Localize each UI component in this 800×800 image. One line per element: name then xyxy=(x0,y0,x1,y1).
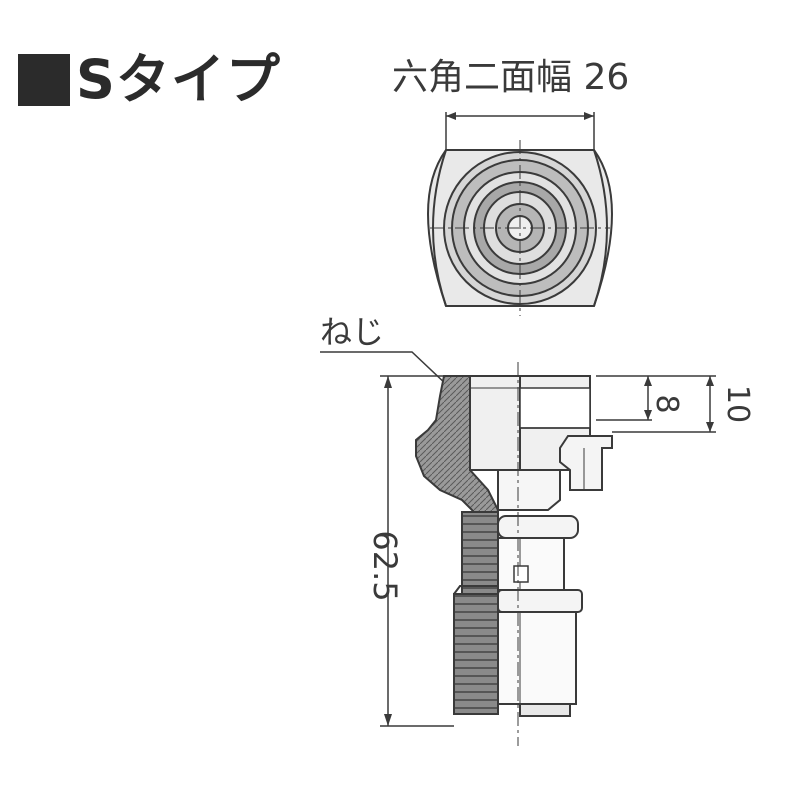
height-dimension xyxy=(380,375,454,727)
thread-leader xyxy=(320,351,449,387)
lower-body xyxy=(497,589,583,613)
lower-thread xyxy=(453,593,499,715)
thread-label: ねじ xyxy=(320,313,385,351)
side-view xyxy=(320,351,613,746)
dim-8 xyxy=(596,375,652,421)
hex-across-flats-label: 六角二面幅 26 xyxy=(392,57,630,98)
black-square-icon xyxy=(18,54,70,106)
dimensions xyxy=(380,375,716,727)
collar xyxy=(497,515,579,539)
section-title: Sタイプ xyxy=(18,48,281,112)
inner-thread xyxy=(461,511,499,595)
top-view xyxy=(427,112,613,316)
side-port xyxy=(559,435,613,491)
hex-width-dimension xyxy=(445,112,595,150)
title-text: Sタイプ xyxy=(76,48,281,111)
dim-10 xyxy=(612,375,716,433)
